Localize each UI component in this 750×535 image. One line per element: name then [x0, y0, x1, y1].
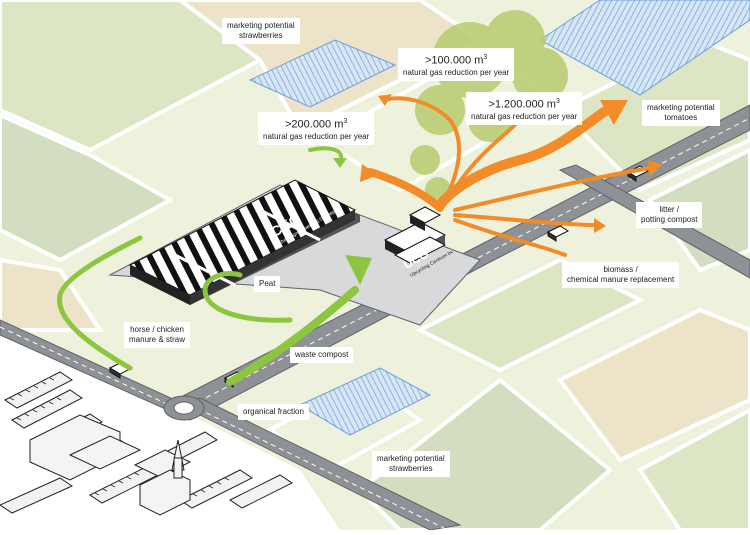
greenhouse-strawberries-top: [248, 39, 397, 108]
label-line: tomatoes: [664, 113, 698, 122]
label-biomass: biomass / chemical manure replacement: [562, 262, 680, 288]
label-line: litter /: [659, 205, 680, 214]
label-line: manure & straw: [129, 335, 186, 344]
label-gas-100k: >100.000 m3 natural gas reduction per ye…: [398, 48, 515, 81]
green-flows: [57, 146, 359, 386]
label-line: horse / chicken: [130, 325, 184, 334]
gas-value: >1.200.000 m: [488, 98, 556, 111]
gas-value-wrap: >100.000 m3: [403, 51, 509, 68]
label-horse-manure: horse / chicken manure & straw: [124, 322, 191, 348]
greenhouse-tomatoes: [539, 0, 750, 96]
industrial-lot: [108, 184, 481, 326]
label-line: biomass /: [603, 265, 638, 274]
label-tomatoes: marketing potential tomatoes: [642, 100, 720, 126]
label-strawberries-bottom: marketing potential strawberries: [372, 451, 450, 477]
label-line: strawberries: [239, 31, 283, 40]
label-peat: Peat: [254, 276, 281, 292]
label-line: strawberries: [389, 464, 433, 473]
church-icon: [139, 439, 191, 516]
town: [0, 330, 340, 530]
label-line: waste compost: [295, 350, 349, 359]
gas-value: >100.000 m: [424, 54, 484, 67]
label-line: organical fraction: [243, 407, 304, 416]
label-strawberries-top: marketing potential strawberries: [222, 18, 300, 44]
gas-value: >200.000 m: [284, 118, 344, 131]
label-gas-1200k: >1.200.000 m3 natural gas reduction per …: [466, 92, 583, 125]
label-gas-200k: >200.000 m3 natural gas reduction per ye…: [258, 112, 375, 145]
orange-arrowheads: [360, 94, 662, 233]
truck-icon: [546, 225, 570, 242]
label-line: marketing potential: [377, 454, 445, 463]
gas-value-wrap: >200.000 m3: [263, 115, 369, 132]
gas-caption: natural gas reduction per year: [403, 67, 510, 77]
ucg-building: [383, 206, 447, 264]
label-line: chemical manure replacement: [567, 275, 675, 284]
gas-unit-sup: 3: [483, 54, 488, 61]
label-line: potting compost: [641, 215, 698, 224]
gas-caption: natural gas reduction per year: [263, 131, 370, 141]
orange-flows: [366, 96, 652, 257]
label-line: marketing potential: [647, 103, 715, 112]
gas-unit-sup: 3: [343, 118, 348, 125]
ckg-building: [128, 179, 360, 305]
label-waste-compost: waste compost: [290, 347, 354, 363]
gas-value-wrap: >1.200.000 m3: [471, 95, 577, 112]
green-arrowheads: [333, 158, 372, 285]
label-litter: litter / potting compost: [636, 202, 703, 228]
gas-unit-sup: 3: [555, 98, 560, 105]
greenhouse-strawberries-bottom: [298, 367, 432, 436]
label-line: Peat: [259, 279, 276, 288]
label-organical-fraction: organical fraction: [238, 404, 309, 420]
label-line: marketing potential: [227, 21, 295, 30]
gas-caption: natural gas reduction per year: [471, 111, 578, 121]
